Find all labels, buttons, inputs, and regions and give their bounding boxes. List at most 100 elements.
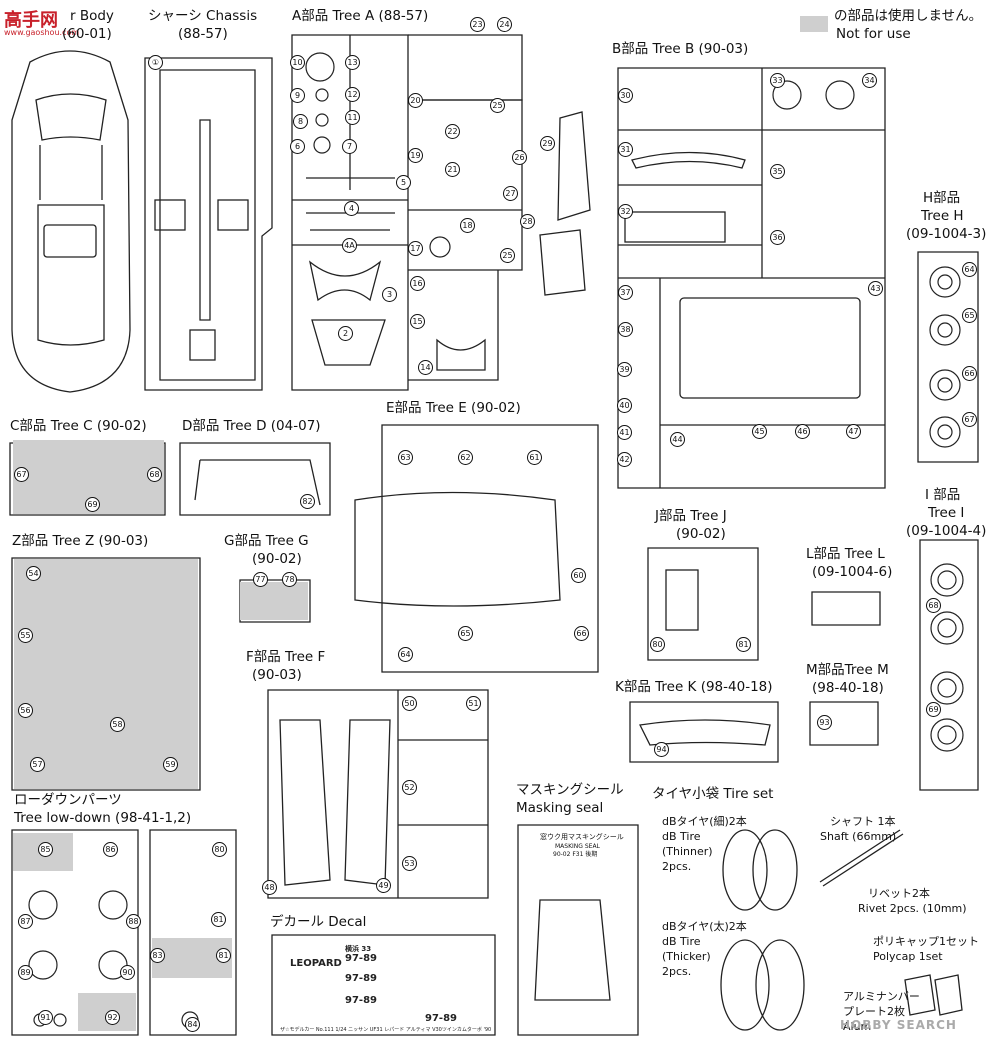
tree-b-title: B部品 Tree B (90-03)	[612, 41, 749, 57]
part-number-35: 35	[770, 164, 785, 179]
part-number-29: 29	[540, 136, 555, 151]
part-number-48: 48	[262, 880, 277, 895]
lowdown-sub: Tree low-down (98-41-1,2)	[14, 810, 192, 826]
part-number-13: 13	[345, 55, 360, 70]
part-number-6: 6	[290, 139, 305, 154]
part-number-4a: 4A	[342, 238, 357, 253]
masking-sub: Masking seal	[516, 800, 604, 816]
part-number-69: 69	[85, 497, 100, 512]
part-number-9: 9	[290, 88, 305, 103]
masking-title: マスキングシール	[516, 782, 624, 798]
part-number-50: 50	[402, 696, 417, 711]
part-number-25b: 25	[500, 248, 515, 263]
part-number-82: 82	[300, 494, 315, 509]
part-number-52: 52	[402, 780, 417, 795]
tree-a-title: A部品 Tree A (88-57)	[292, 8, 429, 24]
hobby-search-mark: HOBBY SEARCH	[840, 1018, 957, 1032]
chassis-title: シャーシ Chassis	[148, 8, 258, 24]
rivet-jp: リベット2本	[868, 887, 930, 900]
tree-h-title: H部品	[923, 190, 961, 206]
part-number-94: 94	[654, 742, 669, 757]
lowdown-title: ローダウンパーツ	[14, 792, 122, 808]
part-number-14: 14	[418, 360, 433, 375]
tree-h-code: (09-1004-3)	[906, 226, 987, 242]
part-number-66: 66	[574, 626, 589, 641]
part-number-41: 41	[617, 425, 632, 440]
legend-text-en: Not for use	[836, 26, 911, 42]
part-number-3: 3	[382, 287, 397, 302]
part-number-67b: 67	[962, 412, 977, 427]
part-number-93: 93	[817, 715, 832, 730]
part-number-84: 84	[185, 1017, 200, 1032]
part-number-37: 37	[618, 285, 633, 300]
part-number-49: 49	[376, 878, 391, 893]
part-number-60: 60	[571, 568, 586, 583]
part-number-33: 33	[770, 73, 785, 88]
tires-title: タイヤ小袋 Tire set	[652, 786, 774, 802]
tree-l-code: (09-1004-6)	[812, 564, 893, 580]
part-number-51: 51	[466, 696, 481, 711]
part-number-39: 39	[617, 362, 632, 377]
part-number-4: 4	[344, 201, 359, 216]
legend-text-jp: の部品は使用しません。	[834, 8, 983, 24]
part-number-64: 64	[398, 647, 413, 662]
part-number-65: 65	[458, 626, 473, 641]
tire-thick-en2: (Thicker)	[662, 950, 711, 963]
tree-f-title: F部品 Tree F	[246, 649, 326, 665]
tree-l-title: L部品 Tree L	[806, 546, 885, 562]
part-number-44: 44	[670, 432, 685, 447]
part-number-43: 43	[868, 281, 883, 296]
part-number-68b: 68	[926, 598, 941, 613]
masking-sheet-title: 窓ウク用マスキングシール	[540, 833, 624, 841]
part-number-54: 54	[26, 566, 41, 581]
part-number-46: 46	[795, 424, 810, 439]
chassis-code: (88-57)	[178, 26, 228, 42]
part-number-81c: 81	[216, 948, 231, 963]
part-number-18: 18	[460, 218, 475, 233]
tree-j-code: (90-02)	[676, 526, 726, 542]
tree-e-title: E部品 Tree E (90-02)	[386, 400, 521, 416]
tree-k-title: K部品 Tree K (98-40-18)	[615, 679, 773, 695]
part-number-7: 7	[342, 139, 357, 154]
part-number-89: 89	[18, 965, 33, 980]
part-number-45: 45	[752, 424, 767, 439]
part-number-56: 56	[18, 703, 33, 718]
part-number-27: 27	[503, 186, 518, 201]
part-number-87: 87	[18, 914, 33, 929]
part-number-26: 26	[512, 150, 527, 165]
tree-i-sub: Tree I	[928, 505, 965, 521]
tree-i-title: I 部品	[925, 487, 961, 503]
part-number-40: 40	[617, 398, 632, 413]
part-number-25: 25	[490, 98, 505, 113]
tire-thin-en2: (Thinner)	[662, 845, 713, 858]
rivet-en: Rivet 2pcs. (10mm)	[858, 902, 967, 915]
part-number-12: 12	[345, 87, 360, 102]
part-number-53: 53	[402, 856, 417, 871]
part-number-64b: 64	[962, 262, 977, 277]
part-number-83: 83	[150, 948, 165, 963]
tree-c-title: C部品 Tree C (90-02)	[10, 418, 147, 434]
decal-plate-1: 97-89	[345, 953, 377, 964]
part-number-78: 78	[282, 572, 297, 587]
tree-z-title: Z部品 Tree Z (90-03)	[12, 533, 149, 549]
part-number-42: 42	[617, 452, 632, 467]
tree-m-code: (98-40-18)	[812, 680, 884, 696]
decal-plate-2: 97-89	[345, 973, 377, 984]
part-number-5: 5	[396, 175, 411, 190]
decal-brand: LEOPARD	[290, 958, 342, 969]
part-number-16: 16	[410, 276, 425, 291]
part-number-66b: 66	[962, 366, 977, 381]
masking-sheet-code: 90-02 F31 後期	[553, 851, 598, 858]
part-number-63: 63	[398, 450, 413, 465]
part-number-81: 81	[736, 637, 751, 652]
part-number-55: 55	[18, 628, 33, 643]
part-number-17: 17	[408, 241, 423, 256]
decal-title: デカール Decal	[270, 914, 367, 930]
shaft-en: Shaft (66mm)	[820, 830, 897, 843]
tire-thin-en3: 2pcs.	[662, 860, 692, 873]
decal-footer: ザ☆モデルカー No.111 1/24 ニッサン UF31 レパード アルティマ…	[280, 1027, 492, 1033]
watermark-url: www.gaoshou.com	[4, 28, 80, 37]
part-number-65b: 65	[962, 308, 977, 323]
tree-i-code: (09-1004-4)	[906, 523, 987, 539]
